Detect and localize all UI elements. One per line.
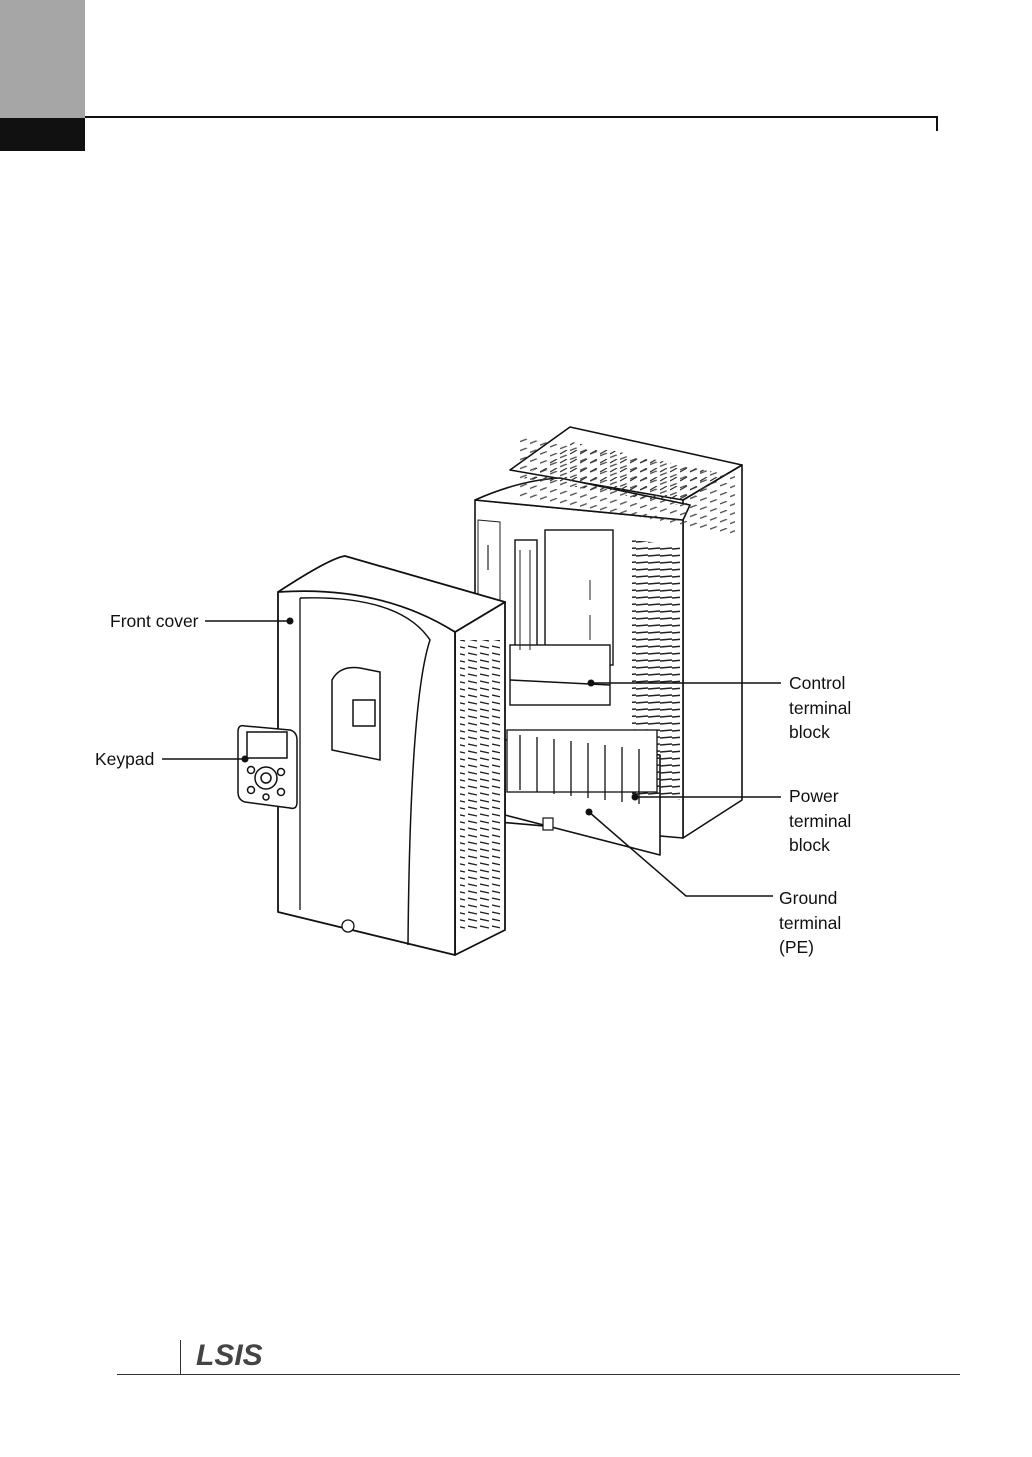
footer-rule [117, 1374, 960, 1375]
lsis-logo: LSIS [196, 1338, 286, 1370]
label-keypad: Keypad [95, 747, 154, 772]
label-power-terminal-block: Power terminal block [789, 784, 851, 858]
keypad-device [238, 726, 297, 809]
footer-divider [180, 1340, 181, 1375]
label-control-terminal-block: Control terminal block [789, 671, 851, 745]
svg-text:LSIS: LSIS [196, 1339, 263, 1370]
label-ground-terminal: Ground terminal (PE) [779, 886, 841, 960]
label-front-cover: Front cover [110, 609, 199, 634]
